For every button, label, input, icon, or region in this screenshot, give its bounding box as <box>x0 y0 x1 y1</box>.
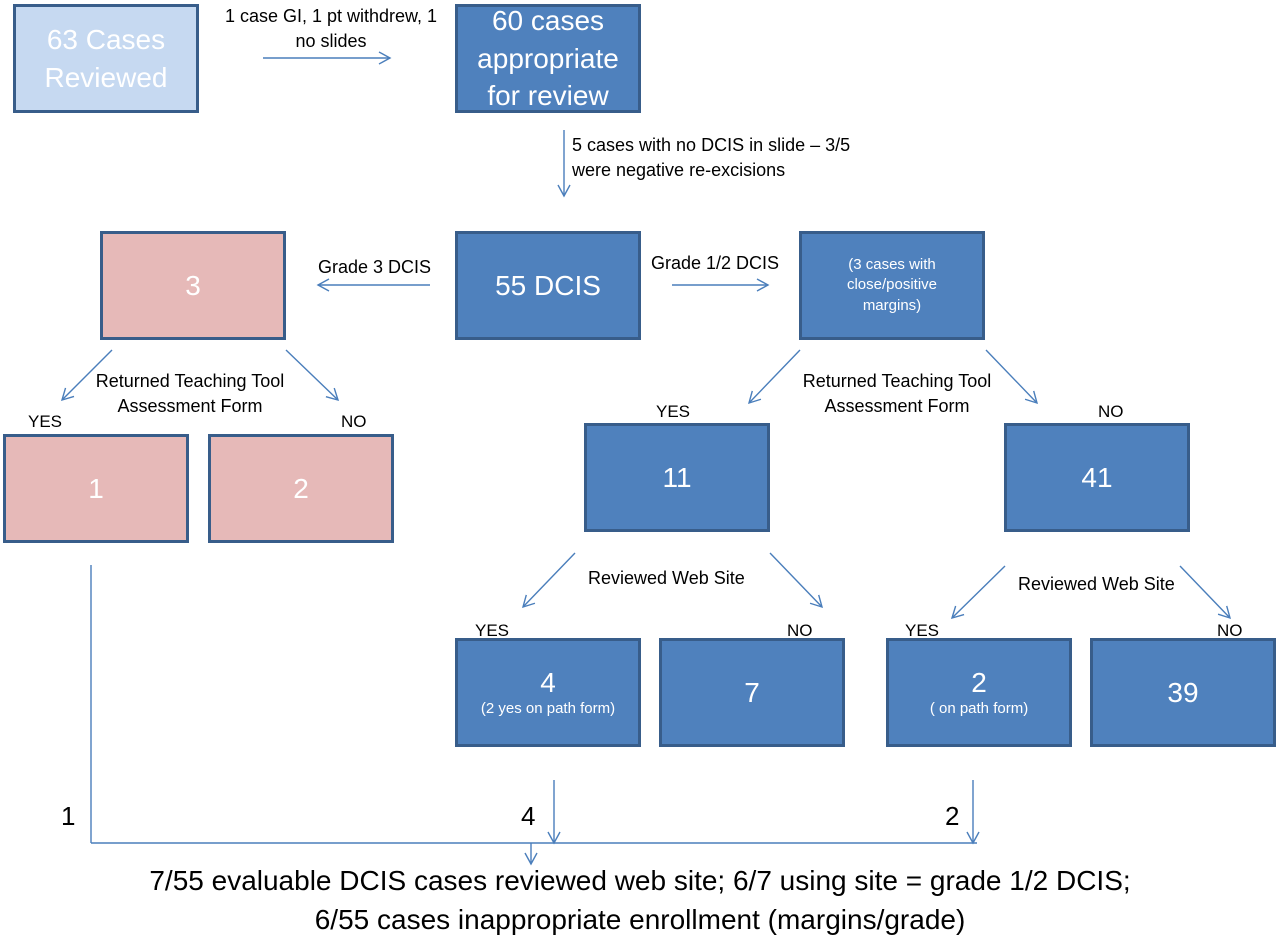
web-no-a-count: 7 <box>744 676 760 708</box>
cases-reviewed-label: 63 Cases Reviewed <box>44 23 168 93</box>
flow-number-right: 2 <box>945 801 960 831</box>
arrow-g12-yes <box>747 349 801 405</box>
arrow-g3-yes <box>60 349 113 402</box>
returned-form-text-b: Returned Teaching Tool Assessment Form <box>802 371 992 417</box>
grade12-no-count: 41 <box>1081 461 1113 493</box>
web-yes-a-note: (2 yes on path form) <box>480 700 616 718</box>
web-no-a-box: 7 <box>659 638 845 747</box>
arrow-g3-no <box>285 349 340 402</box>
cases-reviewed-box: 63 Cases Reviewed <box>13 4 199 113</box>
flow-number-middle: 4 <box>521 801 536 831</box>
cases-appropriate-box: 60 cases appropriate for review <box>455 4 641 113</box>
no-label-web-a: NO <box>787 621 813 640</box>
summary-text: 7/55 evaluable DCIS cases reviewed web s… <box>0 862 1280 939</box>
no-label-grade12: NO <box>1098 402 1124 421</box>
exclusion-label: 1 case GI, 1 pt withdrew, 1 no slides <box>216 4 446 54</box>
reviewed-web-label-b: Reviewed Web Site <box>1018 574 1175 594</box>
web-yes-b-note: ( on path form) <box>929 700 1029 718</box>
arrow-web-no-a <box>769 552 824 609</box>
web-no-b-box: 39 <box>1090 638 1276 747</box>
yes-label-grade12: YES <box>656 402 691 421</box>
grade3-yes-count: 1 <box>88 472 104 504</box>
grade3-count: 3 <box>185 269 201 301</box>
grade12-yes-count: 11 <box>662 461 692 493</box>
grade3-no-box: 2 <box>208 434 394 543</box>
no-dcis-text: 5 cases with no DCIS in slide – 3/5 were… <box>572 135 851 181</box>
grade3-no-count: 2 <box>293 472 309 504</box>
no-dcis-label: 5 cases with no DCIS in slide – 3/5 were… <box>572 133 862 183</box>
arrow-web-no-b <box>1179 565 1232 620</box>
grade12-note: (3 cases with close/positive margins) <box>846 256 938 314</box>
arrow-web-yes-b <box>950 565 1006 620</box>
cases-appropriate-label: 60 cases appropriate for review <box>477 4 619 112</box>
grade12-label: Grade 1/2 DCIS <box>651 253 780 273</box>
web-yes-b-count: 2 <box>971 666 987 698</box>
grade12-no-box: 41 <box>1004 423 1190 532</box>
grade12-box: (3 cases with close/positive margins) <box>799 231 985 340</box>
web-yes-a-count: 4 <box>540 666 556 698</box>
dcis-label: 55 DCIS <box>495 269 601 301</box>
grade3-box: 3 <box>100 231 286 340</box>
arrow-web-yes-a <box>521 552 576 609</box>
grade3-yes-box: 1 <box>3 434 189 543</box>
web-yes-b-box: 2 ( on path form) <box>886 638 1072 747</box>
grade3-label: Grade 3 DCIS <box>318 257 432 277</box>
exclusion-text: 1 case GI, 1 pt withdrew, 1 no slides <box>224 6 438 52</box>
returned-form-text-a: Returned Teaching Tool Assessment Form <box>95 371 285 417</box>
reviewed-web-label-a: Reviewed Web Site <box>588 568 745 588</box>
web-yes-a-box: 4 (2 yes on path form) <box>455 638 641 747</box>
yes-label-grade3: YES <box>28 412 63 431</box>
grade12-yes-box: 11 <box>584 423 770 532</box>
summary-line-1: 7/55 evaluable DCIS cases reviewed web s… <box>149 865 1131 896</box>
dcis-box: 55 DCIS <box>455 231 641 340</box>
web-no-b-count: 39 <box>1167 676 1199 708</box>
summary-line-2: 6/55 cases inappropriate enrollment (mar… <box>314 903 966 935</box>
no-label-web-b: NO <box>1217 621 1243 640</box>
yes-label-web-a: YES <box>475 621 510 640</box>
returned-form-label-a: Returned Teaching Tool Assessment Form <box>90 369 290 419</box>
yes-label-web-b: YES <box>905 621 940 640</box>
flow-number-left: 1 <box>61 801 76 831</box>
no-label-grade3: NO <box>341 412 367 431</box>
returned-form-label-b: Returned Teaching Tool Assessment Form <box>794 369 1000 419</box>
arrow-g12-no <box>985 349 1039 405</box>
